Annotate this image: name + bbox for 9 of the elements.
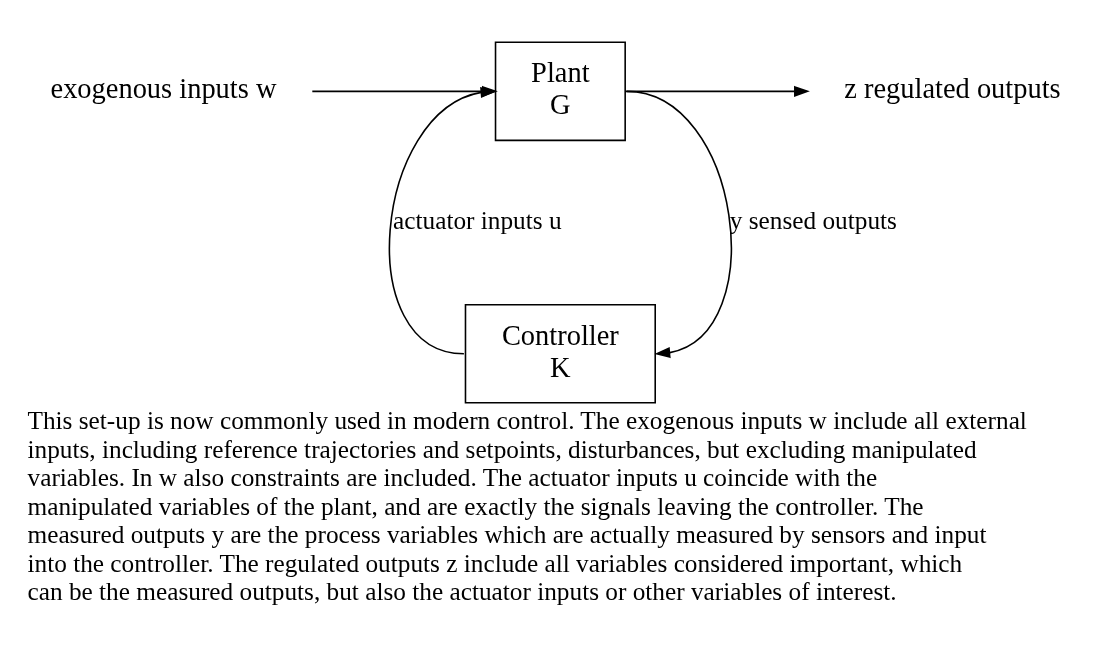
node-box: Controller K [464,304,656,404]
arrow [624,85,810,97]
arrow [625,90,733,359]
node-text: z regulated outputs [844,73,1061,105]
node-box: Plant G [494,41,626,142]
node-text: exogenous inputs w [50,73,277,105]
edge-label: actuator inputs u [393,205,562,234]
caption: This set-up is now commonly used in modern control. The exogenous inputs w include all external inputs, including reference trajectories and setpoints, disturbances, but excluding manipulated variables. In w also constraints are included. The actuator inputs u coincide with the manipulated variables of the plant, and are exactly the signals leaving the controller. The measured outputs y are the process variables which are actually measured by sensors and input into the controller. The regulated outputs z include all variables considered important, which can be the measured outputs, but also the actuator inputs or other variables of interest. [27,406,1027,606]
edge-label: y sensed outputs [729,205,897,234]
